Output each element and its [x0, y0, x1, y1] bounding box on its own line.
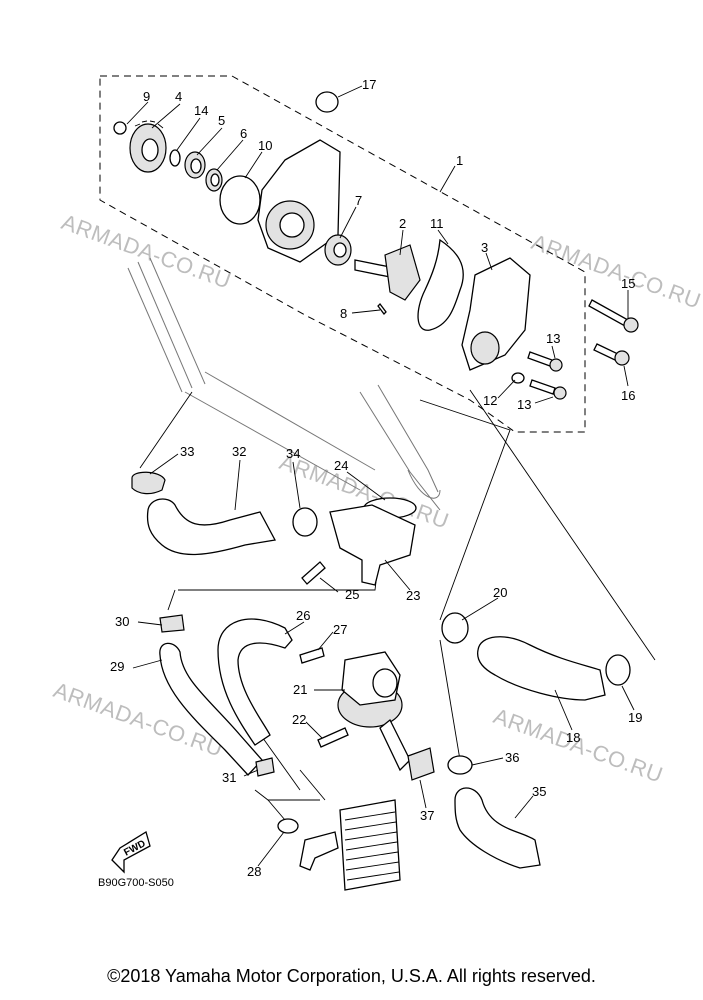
pump-cover-3: [461, 257, 531, 371]
callout-7: 7: [355, 193, 362, 208]
hose-clamp-19: [605, 654, 631, 686]
bypass-hose-29: [159, 642, 263, 776]
frame-outline: [127, 257, 441, 511]
callout-21: 21: [293, 682, 307, 697]
radiator-hose-32: [146, 498, 277, 556]
callout-leaders: [126, 85, 635, 867]
callout-12: 12: [483, 393, 497, 408]
callout-13a: 13: [546, 331, 560, 346]
callout-31: 31: [222, 770, 236, 785]
o-ring-10: [219, 175, 261, 225]
oil-cooler-hose-35: [454, 787, 541, 869]
mechanical-seal-7: [324, 234, 352, 266]
bolt-13-upper: [527, 351, 563, 372]
fwd-arrow: FWD: [111, 830, 151, 874]
hose-clamp-31: [255, 757, 275, 777]
circlip-9: [113, 121, 127, 135]
bolt-15: [588, 299, 639, 333]
callout-32: 32: [232, 444, 246, 459]
callout-34: 34: [286, 446, 300, 461]
bearing-5: [184, 151, 206, 179]
oil-cooler: [299, 799, 401, 891]
copyright-notice: ©2018 Yamaha Motor Corporation, U.S.A. A…: [107, 966, 596, 986]
callout-6: 6: [240, 126, 247, 141]
callout-1: 1: [456, 153, 463, 168]
callout-29: 29: [110, 659, 124, 674]
radiator-hose-18: [476, 636, 606, 701]
callout-37: 37: [420, 808, 434, 823]
diagram-reference-code: B90G700-S050: [98, 877, 174, 889]
thermostat-cover-23: [329, 504, 416, 586]
callout-2: 2: [399, 216, 406, 231]
impeller-shaft-2: [354, 244, 421, 301]
pump-gear-4: [129, 120, 167, 173]
callout-36: 36: [505, 750, 519, 765]
callout-27: 27: [333, 622, 347, 637]
callout-9: 9: [143, 89, 150, 104]
water-pump-group-boundary: [99, 75, 586, 433]
callout-3: 3: [481, 240, 488, 255]
thermostat-assembly: [131, 471, 417, 586]
hose-clamp-36: [447, 755, 473, 775]
bracket-37: [407, 747, 435, 781]
bolt-16: [593, 343, 630, 366]
callout-4: 4: [175, 89, 182, 104]
fwd-label: FWD: [122, 838, 147, 858]
hose-26: [217, 618, 293, 746]
callout-5: 5: [218, 113, 225, 128]
callout-13b: 13: [517, 397, 531, 412]
oil-seal-6: [205, 168, 223, 192]
pump-housing: [257, 139, 341, 263]
callout-11: 11: [430, 216, 444, 231]
thermostat-housing-21: [337, 651, 411, 772]
o-ring-17: [315, 91, 339, 113]
callout-23: 23: [406, 588, 420, 603]
bolt-25: [301, 561, 326, 585]
bolt-22: [317, 727, 349, 748]
connector-lines: [139, 389, 656, 821]
callout-30: 30: [115, 614, 129, 629]
bolt-13-lower: [529, 379, 567, 400]
callout-17: 17: [362, 77, 376, 92]
water-pump-assembly: [113, 91, 639, 400]
callout-22: 22: [292, 712, 306, 727]
callout-24: 24: [334, 458, 348, 473]
watermark-top-right: ARMADA-CO.RU: [528, 229, 703, 313]
callout-25: 25: [345, 587, 359, 602]
hose-clamp-20: [441, 612, 469, 644]
gasket-11: [417, 238, 464, 331]
callout-28: 28: [247, 864, 261, 879]
callout-15: 15: [621, 276, 635, 291]
pin-8: [377, 303, 387, 315]
hose-clamp-28: [277, 818, 299, 834]
hose-clamp-33: [131, 471, 166, 495]
callout-33: 33: [180, 444, 194, 459]
callouts: 1 2 3 4 5 6 7 8 9 10 11 12 13 13 14 15 1…: [110, 77, 642, 879]
washer-14: [169, 149, 181, 167]
callout-35: 35: [532, 784, 546, 799]
callout-18: 18: [566, 730, 580, 745]
hose-clamp-34: [292, 507, 318, 537]
callout-14: 14: [194, 103, 208, 118]
callout-20: 20: [493, 585, 507, 600]
bolt-27: [299, 647, 325, 664]
hose-clamp-30: [159, 614, 185, 633]
callout-26: 26: [296, 608, 310, 623]
callout-10: 10: [258, 138, 272, 153]
callout-16: 16: [621, 388, 635, 403]
callout-8: 8: [340, 306, 347, 321]
callout-19: 19: [628, 710, 642, 725]
